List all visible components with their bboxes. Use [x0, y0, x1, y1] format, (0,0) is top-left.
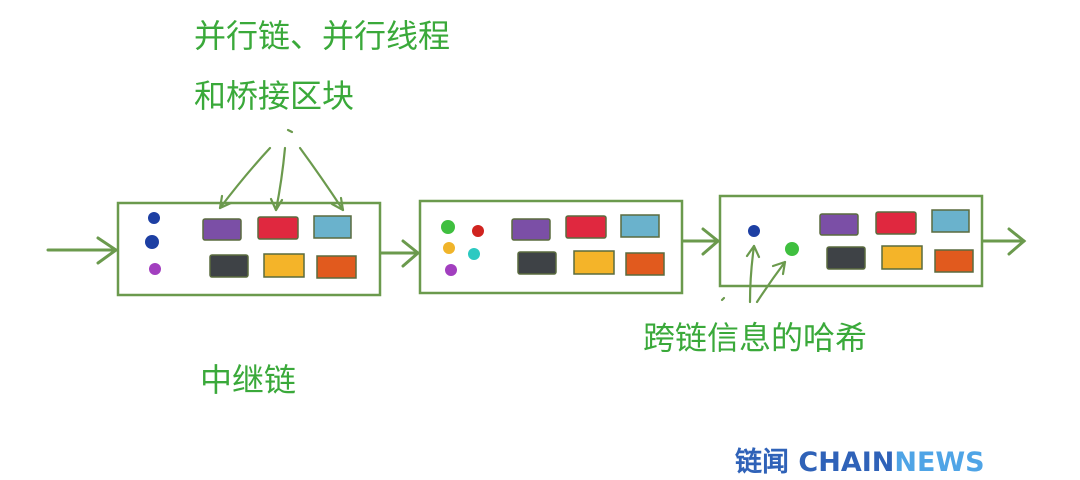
block-1 — [116, 201, 382, 297]
block-3-parachain-red — [875, 211, 917, 235]
block-3-parachain-purple — [819, 213, 859, 236]
block-1-dot — [149, 263, 161, 275]
watermark-cn: 链闻 — [735, 447, 789, 478]
block-2-parachain-charcoal — [517, 251, 557, 275]
block-2-dot — [441, 220, 455, 234]
label-crosschain-message-hash: 跨链信息的哈希 — [643, 319, 868, 357]
block-1-parachain-orange — [316, 255, 357, 279]
block-2 — [418, 199, 684, 295]
block-1-parachain-red — [257, 216, 299, 240]
block-3-parachain-orange — [934, 249, 974, 273]
block-3-parachain-yellow — [881, 245, 923, 270]
block-1-frame — [116, 201, 382, 297]
arrow-in — [46, 236, 119, 265]
annotation-arrows-parachains — [218, 128, 345, 212]
block-1-parachain-yellow — [263, 253, 305, 278]
label-relay-chain: 中继链 — [200, 361, 297, 399]
block-1-parachain-teal — [313, 215, 352, 239]
block-2-dot — [468, 248, 480, 260]
block-1-parachain-charcoal — [209, 254, 249, 278]
block-3-dot — [785, 242, 799, 256]
block-2-dot — [443, 242, 455, 254]
label-bridge-blocks: 和桥接区块 — [194, 77, 355, 115]
arrow-out — [981, 227, 1027, 256]
block-3-parachain-charcoal — [826, 246, 866, 270]
block-3-parachain-teal — [931, 209, 970, 233]
block-3-dot — [748, 225, 760, 237]
arrow-block1-to-block2 — [379, 239, 421, 268]
block-2-frame — [418, 199, 684, 295]
block-1-dot — [148, 212, 160, 224]
watermark-news: NEWS — [894, 447, 985, 478]
block-2-dot — [472, 225, 484, 237]
label-parallel-chains-threads: 并行链、并行线程 — [194, 17, 451, 55]
block-3 — [718, 194, 984, 288]
watermark-chain: CHAIN — [798, 447, 895, 478]
block-2-parachain-red — [565, 215, 607, 239]
chainnews-watermark: 链闻 CHAINNEWS — [735, 446, 985, 480]
block-2-parachain-purple — [511, 218, 551, 241]
block-2-parachain-teal — [620, 214, 660, 238]
block-2-parachain-yellow — [573, 250, 615, 275]
arrow-block2-to-block3 — [681, 227, 721, 256]
block-2-dot — [445, 264, 457, 276]
annotation-arrows-hash — [720, 244, 787, 304]
block-2-parachain-orange — [625, 252, 665, 276]
block-1-dot — [145, 235, 159, 249]
block-1-parachain-purple — [202, 218, 242, 241]
